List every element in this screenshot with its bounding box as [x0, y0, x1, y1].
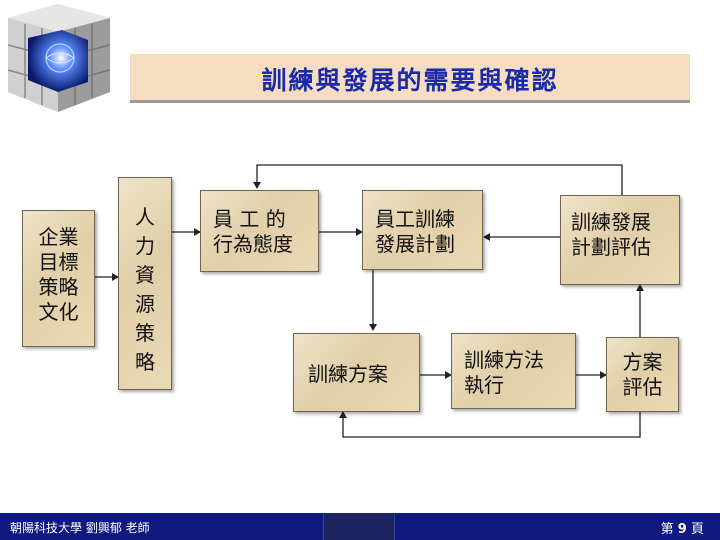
- feedback-loop-top: [253, 164, 623, 195]
- box-program-eval-text: 方案 評估: [622, 350, 663, 399]
- box-employee-behavior: 員 工 的 行為態度: [200, 190, 319, 272]
- footer-center-block: [323, 513, 395, 540]
- footer-bar: 朝陽科技大學 劉興郁 老師 第 9 頁: [0, 513, 720, 540]
- footer-page-number: 第 9 頁: [661, 518, 704, 537]
- box-plan-eval: 訓練發展 計劃評估: [560, 195, 680, 285]
- box-program-text: 訓練方案: [308, 362, 388, 386]
- box-employee-behavior-text: 員 工 的 行為態度: [213, 207, 293, 256]
- page-title: 訓練與發展的需要與確認: [261, 66, 559, 95]
- cube-logo-icon: [7, 4, 111, 112]
- box-enterprise-goals: 企業 目標 策略 文化: [22, 210, 95, 347]
- box-plan-eval-text: 訓練發展 計劃評估: [571, 210, 651, 259]
- footer-page-prefix: 第: [660, 522, 674, 537]
- footer-page-suffix: 頁: [690, 522, 704, 537]
- box-dev-plan-text: 員工訓練 發展計劃: [375, 207, 455, 256]
- feedback-loop-bottom: [339, 411, 641, 438]
- box-hr-strategy: 人 力 資 源 策 略: [118, 177, 172, 390]
- footer-page-value: 9: [677, 522, 687, 537]
- footer-author: 朝陽科技大學 劉興郁 老師: [10, 521, 150, 535]
- title-banner: 訓練與發展的需要與確認: [130, 54, 690, 103]
- box-program: 訓練方案: [293, 333, 420, 412]
- box-method-exec-text: 訓練方法 執行: [464, 348, 544, 397]
- box-program-eval: 方案 評估: [606, 337, 679, 412]
- box-method-exec: 訓練方法 執行: [451, 333, 576, 409]
- box-enterprise-goals-text: 企業 目標 策略 文化: [38, 225, 79, 324]
- box-hr-strategy-text: 人 力 資 源 策 略: [135, 205, 155, 374]
- box-dev-plan: 員工訓練 發展計劃: [362, 190, 483, 270]
